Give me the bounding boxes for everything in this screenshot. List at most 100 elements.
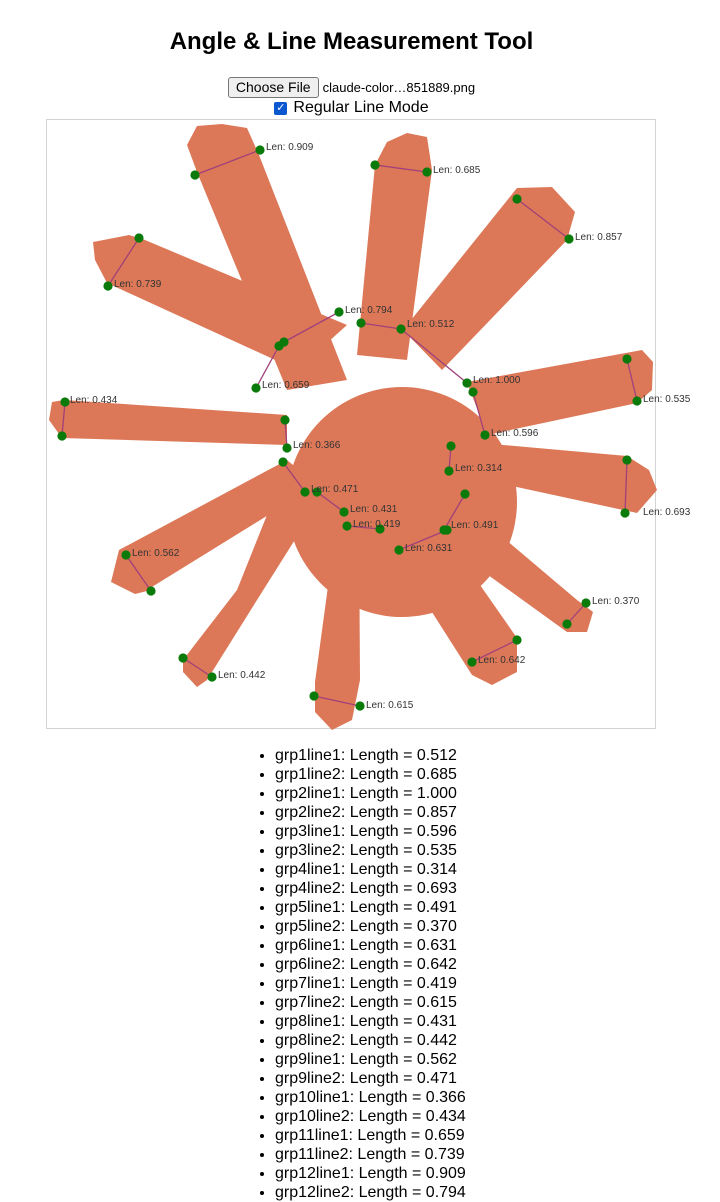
length-label: Len: 0.693	[643, 507, 691, 518]
measure-point[interactable]	[60, 397, 70, 407]
result-item: grp1line2: Length = 0.685	[275, 765, 466, 784]
length-label: Len: 0.366	[293, 440, 341, 451]
result-item: grp2line1: Length = 1.000	[275, 784, 466, 803]
measure-point[interactable]	[282, 443, 292, 453]
measure-point[interactable]	[394, 545, 404, 555]
length-label: Len: 0.615	[366, 700, 414, 711]
measurement-svg[interactable]: Len: 0.909 Len: 0.685 Len: 0.857 Len: 0.…	[47, 120, 691, 730]
measure-point[interactable]	[334, 307, 344, 317]
measure-point[interactable]	[190, 170, 200, 180]
measure-point[interactable]	[442, 525, 452, 535]
result-item: grp7line2: Length = 0.615	[275, 993, 466, 1012]
length-label: Len: 0.471	[311, 484, 359, 495]
length-label: Len: 0.370	[592, 596, 640, 607]
length-label: Len: 0.739	[114, 279, 162, 290]
length-label: Len: 0.631	[405, 543, 453, 554]
measure-point[interactable]	[255, 145, 265, 155]
measure-point[interactable]	[103, 281, 113, 291]
measure-point[interactable]	[480, 430, 490, 440]
result-item: grp5line1: Length = 0.491	[275, 898, 466, 917]
measure-point[interactable]	[121, 550, 131, 560]
result-item: grp9line1: Length = 0.562	[275, 1050, 466, 1069]
measure-line-grp9line2	[282, 461, 306, 493]
measure-point[interactable]	[512, 635, 522, 645]
measure-point[interactable]	[57, 431, 67, 441]
measure-point[interactable]	[178, 653, 188, 663]
measure-line-grp11line2	[107, 237, 140, 287]
length-label: Len: 0.314	[455, 463, 503, 474]
measure-point[interactable]	[462, 378, 472, 388]
length-label: Len: 0.659	[262, 380, 310, 391]
measure-point[interactable]	[300, 487, 310, 497]
measure-point[interactable]	[309, 691, 319, 701]
length-label: Len: 1.000	[473, 375, 521, 386]
length-label: Len: 0.857	[575, 232, 623, 243]
measure-line-grp1line1	[360, 322, 402, 330]
measure-point[interactable]	[581, 598, 591, 608]
length-label: Len: 0.794	[345, 305, 393, 316]
measure-point[interactable]	[339, 507, 349, 517]
measure-point[interactable]	[207, 672, 217, 682]
result-item: grp10line1: Length = 0.366	[275, 1088, 466, 1107]
measure-line-grp5line1	[443, 493, 466, 531]
measure-line-grp12line1	[194, 149, 261, 176]
measure-line-grp10line2	[61, 401, 66, 437]
measure-point[interactable]	[278, 457, 288, 467]
measure-line-grp5line2	[566, 602, 587, 625]
result-item: grp8line2: Length = 0.442	[275, 1031, 466, 1050]
measure-point[interactable]	[396, 324, 406, 334]
measure-line-grp9line1	[125, 554, 152, 592]
regular-line-mode-toggle[interactable]: ✓ Regular Line Mode	[0, 99, 703, 117]
length-labels: Len: 0.909 Len: 0.685 Len: 0.857 Len: 0.…	[70, 142, 691, 711]
measure-point[interactable]	[312, 487, 322, 497]
measure-point[interactable]	[355, 701, 365, 711]
measure-point[interactable]	[444, 466, 454, 476]
measure-point[interactable]	[468, 387, 478, 397]
measure-point[interactable]	[632, 396, 642, 406]
length-label: Len: 0.431	[350, 504, 398, 515]
measure-point[interactable]	[562, 619, 572, 629]
result-item: grp7line1: Length = 0.419	[275, 974, 466, 993]
page-title: Angle & Line Measurement Tool	[169, 28, 534, 55]
measure-point[interactable]	[342, 521, 352, 531]
result-item: grp4line2: Length = 0.693	[275, 879, 466, 898]
measure-point[interactable]	[280, 415, 290, 425]
measure-point[interactable]	[251, 383, 261, 393]
measure-point[interactable]	[370, 160, 380, 170]
result-item: grp3line1: Length = 0.596	[275, 822, 466, 841]
measure-point[interactable]	[467, 657, 477, 667]
measure-point[interactable]	[446, 441, 456, 451]
measurement-points[interactable]	[57, 145, 642, 711]
measure-point[interactable]	[622, 455, 632, 465]
measure-point[interactable]	[356, 318, 366, 328]
measurement-results-list: grp1line1: Length = 0.512 grp1line2: Len…	[255, 746, 466, 1202]
result-item: grp11line2: Length = 0.739	[275, 1145, 466, 1164]
length-label: Len: 0.512	[407, 319, 455, 330]
choose-file-button[interactable]: Choose File	[227, 77, 319, 98]
measure-point[interactable]	[375, 524, 385, 534]
measure-line-grp3line1	[472, 391, 486, 436]
result-item: grp11line1: Length = 0.659	[275, 1126, 466, 1145]
measure-point[interactable]	[512, 194, 522, 204]
measure-line-grp10line1	[284, 419, 288, 449]
result-item: grp10line2: Length = 0.434	[275, 1107, 466, 1126]
measure-point[interactable]	[620, 508, 630, 518]
measure-point[interactable]	[134, 233, 144, 243]
length-label: Len: 0.491	[451, 520, 499, 531]
measure-line-grp11line1	[255, 345, 280, 389]
measure-point[interactable]	[422, 167, 432, 177]
length-label: Len: 0.442	[218, 670, 266, 681]
file-picker: Choose File claude-color…851889.png	[0, 77, 703, 98]
measurement-canvas[interactable]: Len: 0.909 Len: 0.685 Len: 0.857 Len: 0.…	[46, 119, 691, 730]
measure-point[interactable]	[564, 234, 574, 244]
checkbox-checked-icon[interactable]: ✓	[274, 101, 288, 115]
measure-point[interactable]	[622, 354, 632, 364]
measure-line-grp2line1	[400, 328, 468, 384]
measure-line-grp7line2	[313, 695, 361, 707]
measure-point[interactable]	[146, 586, 156, 596]
result-item: grp5line2: Length = 0.370	[275, 917, 466, 936]
result-item: grp9line2: Length = 0.471	[275, 1069, 466, 1088]
length-label: Len: 0.434	[70, 395, 118, 406]
measure-point[interactable]	[460, 489, 470, 499]
measure-point[interactable]	[274, 341, 284, 351]
